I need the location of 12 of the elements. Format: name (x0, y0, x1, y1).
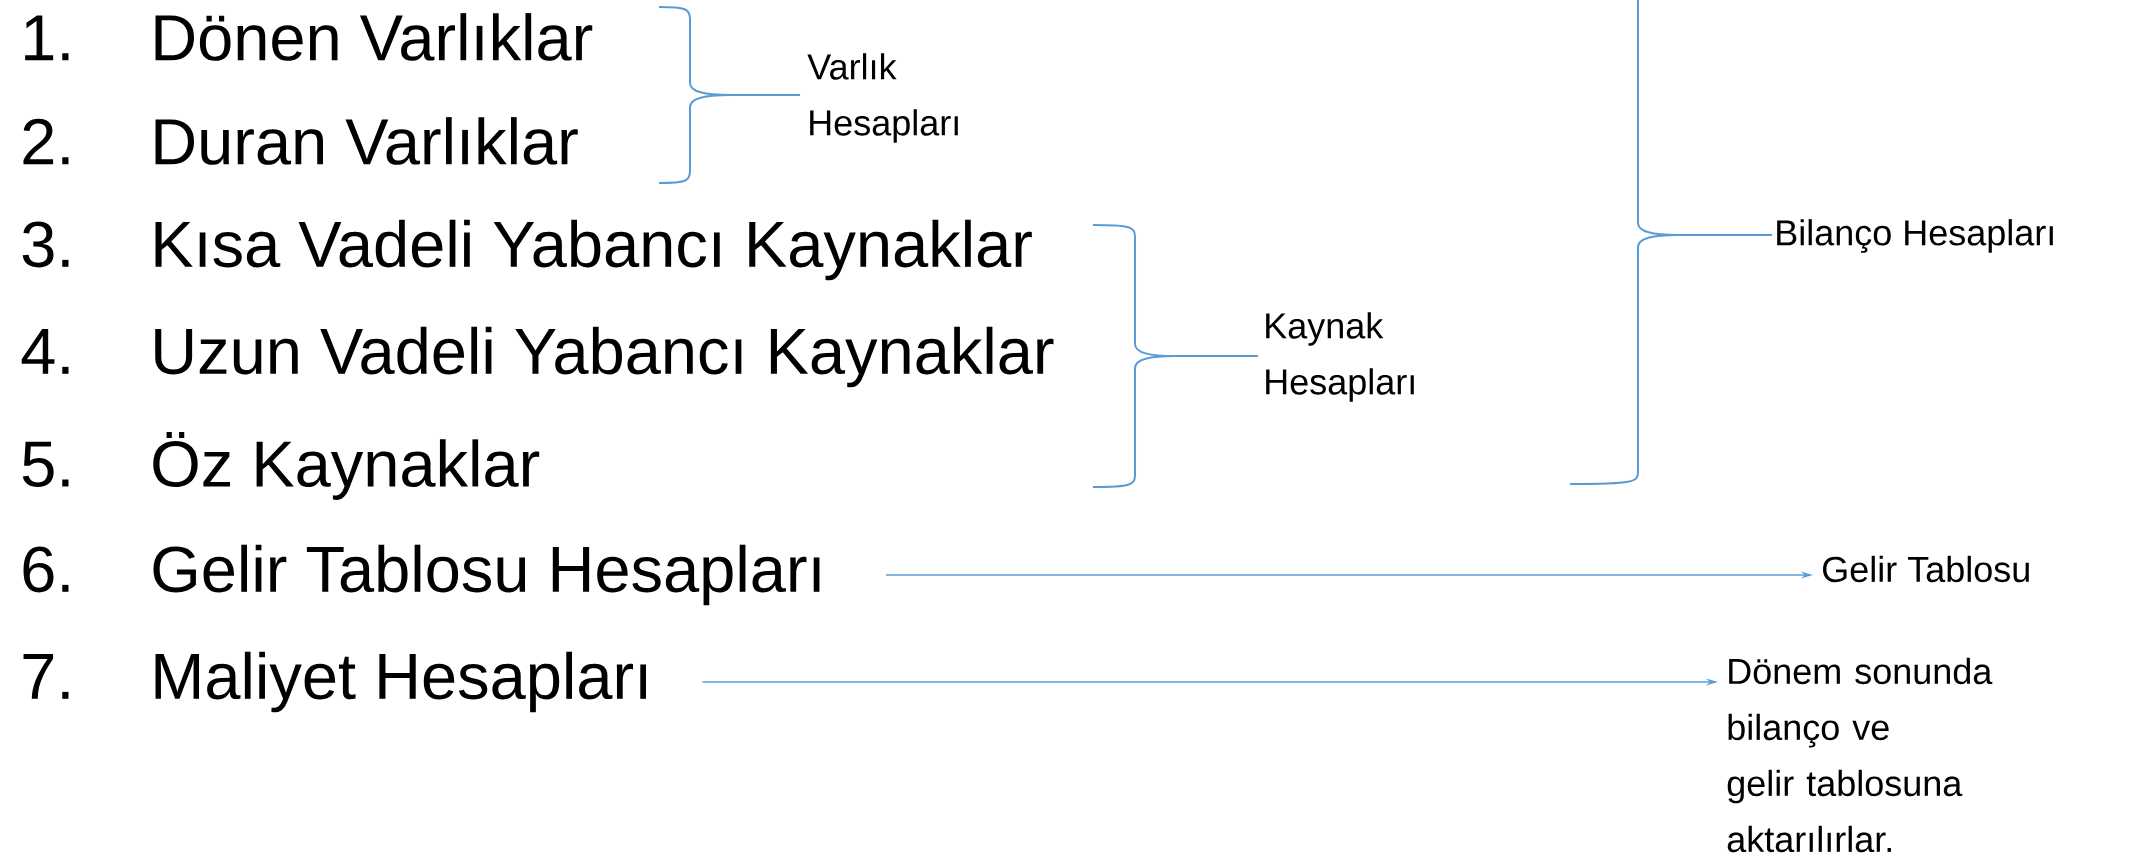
list-item: 6. Gelir Tablosu Hesapları (23, 544, 820, 606)
list-item: 3. Kısa Vadeli Yabancı Kaynaklar (22, 219, 1032, 281)
text-label: Dönem sonunda bilanço ve gelir tablosuna aktarılırlar. (1727, 657, 1993, 853)
text-label: Kaynak Hesapları (1266, 312, 1414, 402)
list-item: 1. Dönen Varlıklar (25, 13, 593, 61)
list-item: 7. Maliyet Hesapları (23, 651, 646, 713)
list-item: 2. Duran Varlıklar (23, 117, 578, 165)
list-item: 5. Öz Kaynaklar (22, 432, 540, 500)
text-label: Gelir Tablosu (1823, 555, 2029, 583)
text-label: Bilanço Hesapları (1774, 219, 2057, 253)
list-item: 4. Uzun Vadeli Yabancı Kaynaklar (21, 326, 1054, 388)
text-label: Varlık Hesapları (807, 53, 958, 143)
